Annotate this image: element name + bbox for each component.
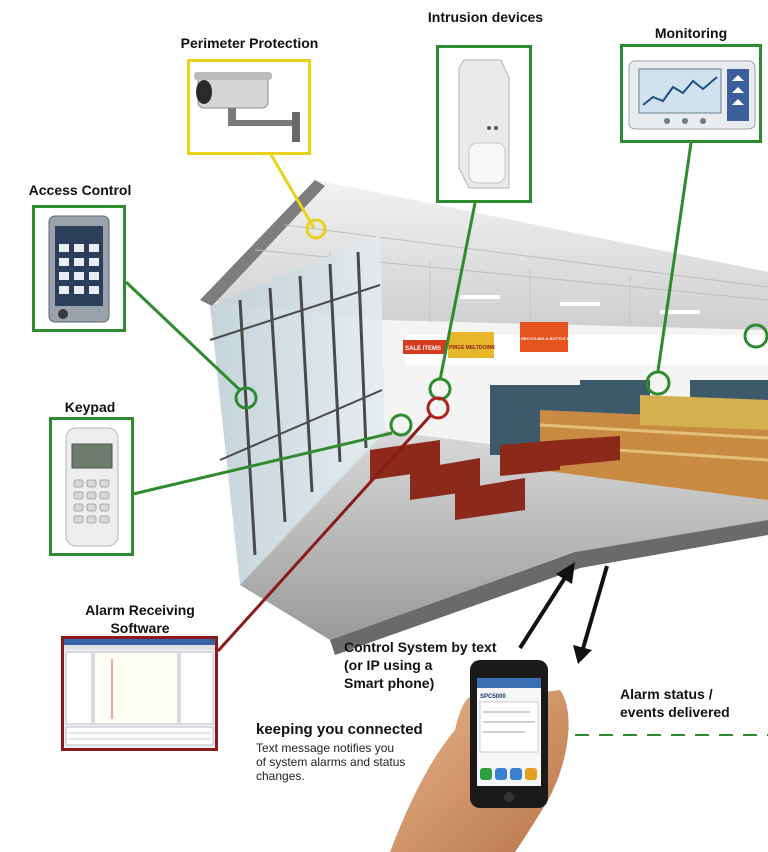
monitoring-marker-2 [743, 323, 768, 349]
sign-sale-text: SALE ITEMS [405, 346, 441, 352]
cctv-camera-icon [194, 72, 300, 142]
alarm-software-label: Alarm Receiving Software [55, 601, 225, 637]
motion-detector-icon [458, 59, 510, 189]
control-system-text: Control System by text (or IP using a Sm… [344, 638, 496, 692]
intrusion-detector-box [436, 45, 532, 203]
keeping-connected-line1: Text message notifies you [256, 741, 395, 755]
control-system-line1: Control System by text [344, 639, 497, 655]
sign-recycling-text: RECYCLING & BOTTLE DEPOT [521, 336, 581, 341]
software-screenshot-icon [64, 639, 215, 748]
access-marker [234, 386, 258, 410]
keypad-marker [389, 413, 413, 437]
keeping-connected-title: keeping you connected [256, 721, 423, 738]
keypad-label: Keypad [64, 399, 116, 415]
keypad-box [49, 417, 134, 556]
monitoring-connector [656, 142, 693, 372]
access-control-label: Access Control [28, 182, 132, 198]
keypad-connector [132, 431, 393, 496]
monitoring-box [620, 44, 762, 143]
alarm-software-box [61, 636, 218, 751]
keeping-connected-body: Text message notifies you of system alar… [256, 741, 436, 783]
phone-app-title: SPC5000 [480, 694, 506, 700]
software-connector [216, 413, 433, 653]
smartphone-in-hand: SPC5000 [390, 660, 569, 852]
glass-facade [209, 235, 385, 585]
alarm-software-label-line1: Alarm Receiving [85, 602, 195, 618]
alarm-software-label-line2: Software [110, 620, 170, 636]
access-control-box [32, 205, 126, 332]
control-system-line2: (or IP using a [344, 657, 433, 673]
access-connector [124, 280, 243, 393]
intrusion-connector [438, 202, 477, 381]
perimeter-marker [305, 218, 327, 240]
keeping-connected-line3: changes. [256, 769, 305, 783]
communication-arrows [518, 562, 609, 664]
monitoring-label: Monitoring [654, 25, 728, 41]
intrusion-devices-label: Intrusion devices [427, 9, 544, 25]
alarm-status-line2: events delivered [620, 704, 730, 720]
alarm-status-text: Alarm status / events delivered [620, 685, 730, 721]
control-system-line3: Smart phone) [344, 675, 435, 691]
perimeter-camera-box [187, 59, 311, 155]
monitoring-display-icon [628, 60, 756, 130]
store-shelves [490, 380, 768, 500]
perimeter-protection-label: Perimeter Protection [180, 35, 319, 51]
floor-edge [330, 520, 768, 655]
access-keypad-icon [48, 215, 110, 323]
checkout-counters [370, 436, 620, 520]
connector-lines [124, 142, 768, 653]
keeping-connected-line2: of system alarms and status [256, 755, 406, 769]
alarm-status-line1: Alarm status / [620, 686, 713, 702]
alarm-marker [426, 396, 450, 420]
alarm-keypad-icon [65, 427, 119, 547]
perimeter-connector [268, 152, 316, 229]
store-signs: SALE ITEMS PRICE MELTDOWN RECYCLING & BO… [403, 322, 581, 358]
sign-price-text: PRICE MELTDOWN [449, 345, 495, 351]
monitoring-marker [645, 370, 671, 396]
